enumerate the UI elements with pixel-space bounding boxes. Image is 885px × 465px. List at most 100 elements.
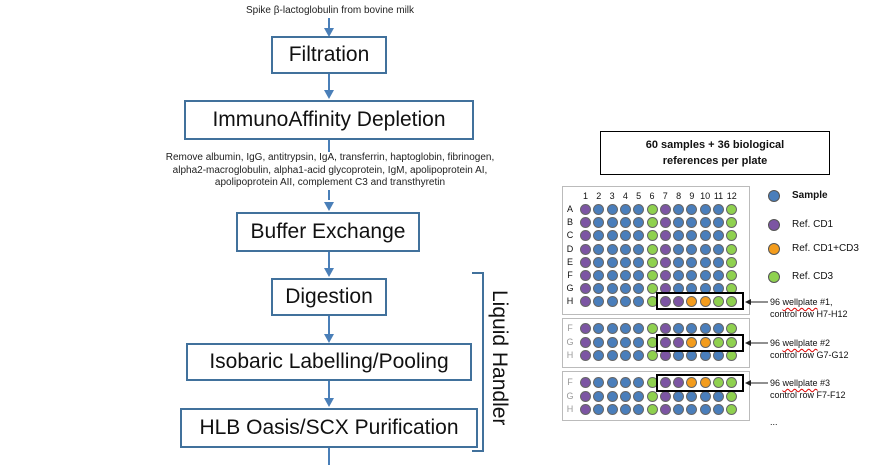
column-label: 10 xyxy=(700,191,711,201)
plate-well xyxy=(659,404,671,415)
plate-well xyxy=(699,230,711,242)
step-hlb-purification: HLB Oasis/SCX Purification xyxy=(180,408,478,448)
legend-dot-cd3 xyxy=(768,271,780,283)
column-label: 5 xyxy=(636,191,642,201)
plate-well xyxy=(659,256,671,268)
plate-well xyxy=(593,270,605,281)
plate-well xyxy=(646,270,658,281)
row-label: F xyxy=(567,270,573,280)
plate-well xyxy=(686,243,698,255)
legend-label-cd3: Ref. CD3 xyxy=(792,271,834,282)
plate-well xyxy=(699,336,711,348)
plate-well xyxy=(619,217,631,229)
plate-well xyxy=(633,230,645,242)
plate-well xyxy=(699,323,711,334)
plate-well xyxy=(659,323,671,334)
step-filtration: Filtration xyxy=(271,36,387,74)
column-label: 12 xyxy=(726,191,737,201)
plate-well xyxy=(646,217,658,229)
plate-well xyxy=(726,323,738,334)
plate-note-1: 96 wellplate #1, control row H7-H12 xyxy=(770,297,848,319)
step-isobaric-label: Isobaric Labelling/Pooling xyxy=(209,350,449,373)
depletion-note-line-3: apolipoprotein AII, complement C3 and tr… xyxy=(214,177,446,188)
plate-well xyxy=(713,404,724,415)
plate-well xyxy=(673,336,685,348)
plate-well xyxy=(686,256,698,268)
column-label: 6 xyxy=(649,191,655,201)
control-row-box-plate-2 xyxy=(656,334,744,352)
flow-arrowhead xyxy=(324,268,334,277)
plate-well xyxy=(673,217,685,229)
control-row-box-plate-3 xyxy=(656,374,744,392)
plate-well xyxy=(606,350,618,361)
control-row-box-plate-1 xyxy=(656,292,744,310)
liquid-handler-bracket xyxy=(472,272,484,452)
plate-well xyxy=(593,350,605,361)
column-label: 3 xyxy=(609,191,615,201)
plate-well xyxy=(686,204,698,215)
depletion-note: Remove albumin, IgG, antitrypsin, IgA, t… xyxy=(150,152,510,190)
plate-well xyxy=(619,283,631,295)
row-label: B xyxy=(566,217,573,228)
plate-well xyxy=(726,270,738,281)
plate-well xyxy=(713,256,724,268)
plate-well xyxy=(699,377,711,388)
plate-well xyxy=(580,350,591,361)
plate-well xyxy=(646,323,658,334)
flow-arrow-line xyxy=(328,381,330,398)
plate-well xyxy=(619,336,631,348)
plate-well xyxy=(659,230,671,242)
column-label: 8 xyxy=(676,191,682,201)
plate-well xyxy=(580,377,591,388)
flow-arrowhead xyxy=(324,28,334,37)
plate-well xyxy=(646,350,658,361)
plate-well xyxy=(606,243,618,255)
plate-well xyxy=(633,404,645,415)
step-filtration-label: Filtration xyxy=(288,43,370,66)
step-digestion: Digestion xyxy=(271,278,387,316)
plate-well xyxy=(686,377,698,388)
plate-well xyxy=(726,256,738,268)
plate-well xyxy=(726,377,738,388)
plate-well xyxy=(659,217,671,229)
plate-well xyxy=(580,336,591,348)
legend-label-cd1-cd3: Ref. CD1+CD3 xyxy=(792,243,859,254)
flow-arrowhead xyxy=(324,90,334,99)
depletion-note-line-2: alpha2-macroglobulin, alpha1-acid glycop… xyxy=(172,164,488,176)
plate-well xyxy=(726,243,738,255)
column-label: 9 xyxy=(689,191,695,201)
plate-well xyxy=(646,390,658,402)
plate-well xyxy=(633,390,645,402)
plate-well xyxy=(659,336,671,348)
plate-well xyxy=(713,230,724,242)
plate-well xyxy=(633,323,645,334)
plate-well xyxy=(726,217,738,229)
plate-well xyxy=(713,243,724,255)
column-label: 11 xyxy=(713,191,724,201)
plate-well xyxy=(713,296,724,308)
plate-well xyxy=(699,270,711,281)
flow-arrowhead xyxy=(324,398,334,407)
flow-arrow-line xyxy=(328,252,330,268)
plate-well xyxy=(593,204,605,215)
legend-dot-cd1 xyxy=(768,219,780,231)
plate-well xyxy=(606,217,618,229)
step-hlb-label: HLB Oasis/SCX Purification xyxy=(199,416,459,439)
plate-well xyxy=(686,230,698,242)
plate-well xyxy=(673,270,685,281)
plate-well xyxy=(659,204,671,215)
plate-well xyxy=(580,404,591,415)
plate-well xyxy=(699,390,711,402)
plate-well xyxy=(673,230,685,242)
plate-well xyxy=(713,204,724,215)
plate-well xyxy=(619,323,631,334)
step-buffer-exchange: Buffer Exchange xyxy=(236,212,420,252)
plate-header-line-2: references per plate xyxy=(662,155,768,167)
plate-well xyxy=(580,390,591,402)
plate-well xyxy=(726,296,738,308)
plate-well xyxy=(713,377,724,388)
plate-well xyxy=(619,204,631,215)
plate-well xyxy=(619,256,631,268)
plate-well xyxy=(606,296,618,308)
plate-well xyxy=(619,230,631,242)
